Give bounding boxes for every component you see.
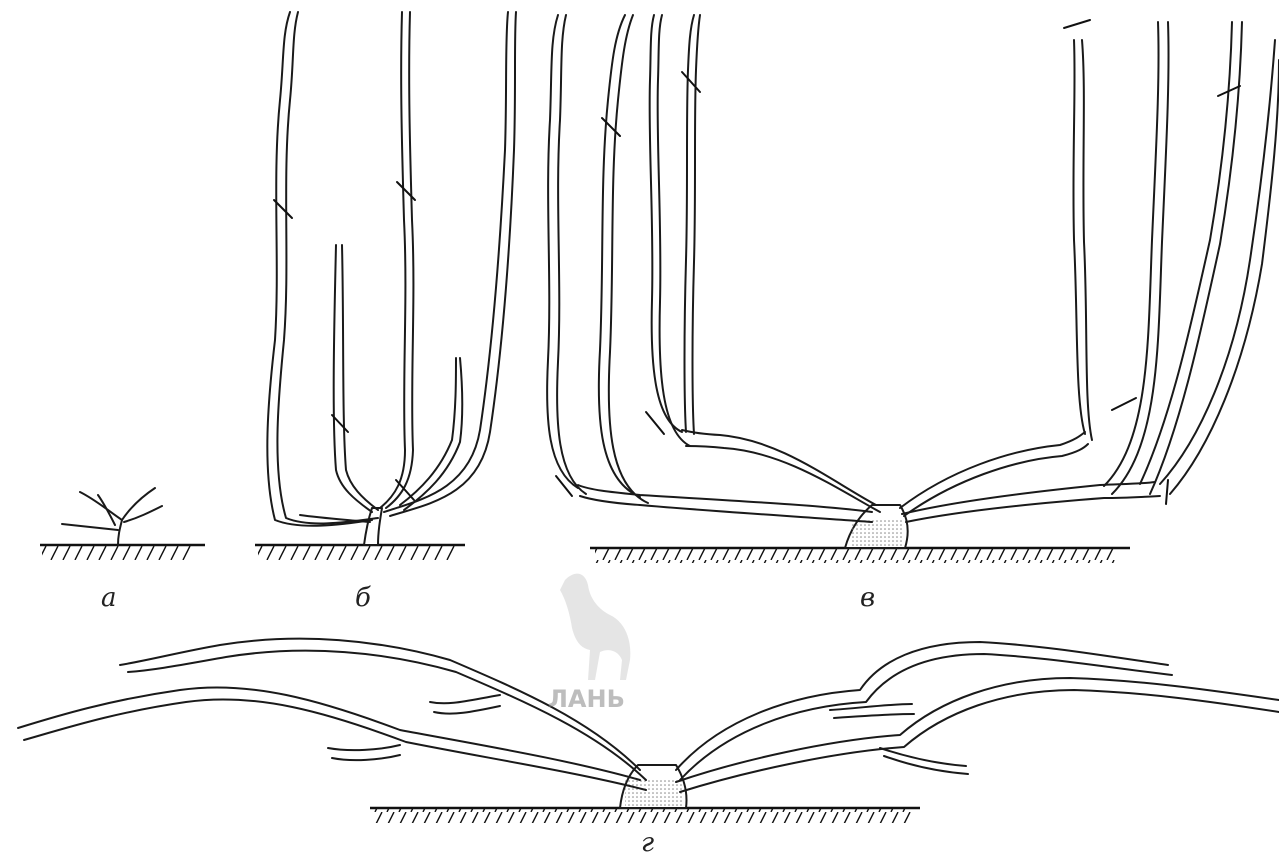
figure-v-fan-vine (547, 15, 1279, 563)
watermark-text: ЛАНЬ (548, 685, 625, 713)
figure-a-seedling (40, 488, 205, 560)
figure-label-v: в (860, 585, 875, 611)
watermark-deer-logo (560, 574, 630, 680)
figure-label-a: а (101, 585, 117, 611)
figure-label-g: г (641, 830, 654, 856)
figure-g-cordon-vine (18, 639, 1279, 823)
figure-b-two-year-vine (255, 12, 516, 560)
figure-label-b: б (355, 585, 371, 611)
